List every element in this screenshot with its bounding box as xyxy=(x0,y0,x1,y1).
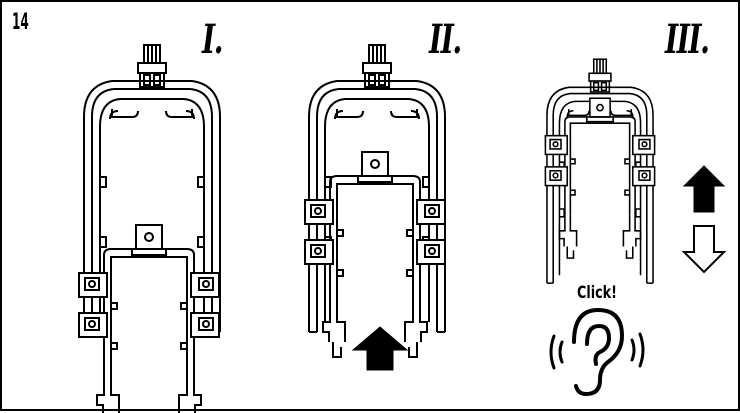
step-label-3: III. xyxy=(665,16,710,63)
step2-illustration xyxy=(304,44,446,371)
step3-illustration xyxy=(544,58,656,284)
click-sound-label: Click! xyxy=(577,283,617,303)
step-label-2: II. xyxy=(429,16,462,63)
ear-sound-icon xyxy=(549,307,645,397)
arrow-down-outline-icon xyxy=(681,225,727,274)
step1-illustration xyxy=(78,44,221,413)
step-label-1: I. xyxy=(202,16,223,63)
page-number: 14 xyxy=(12,10,29,35)
arrow-up-icon xyxy=(351,326,409,371)
arrow-up-icon-step3 xyxy=(682,165,726,213)
